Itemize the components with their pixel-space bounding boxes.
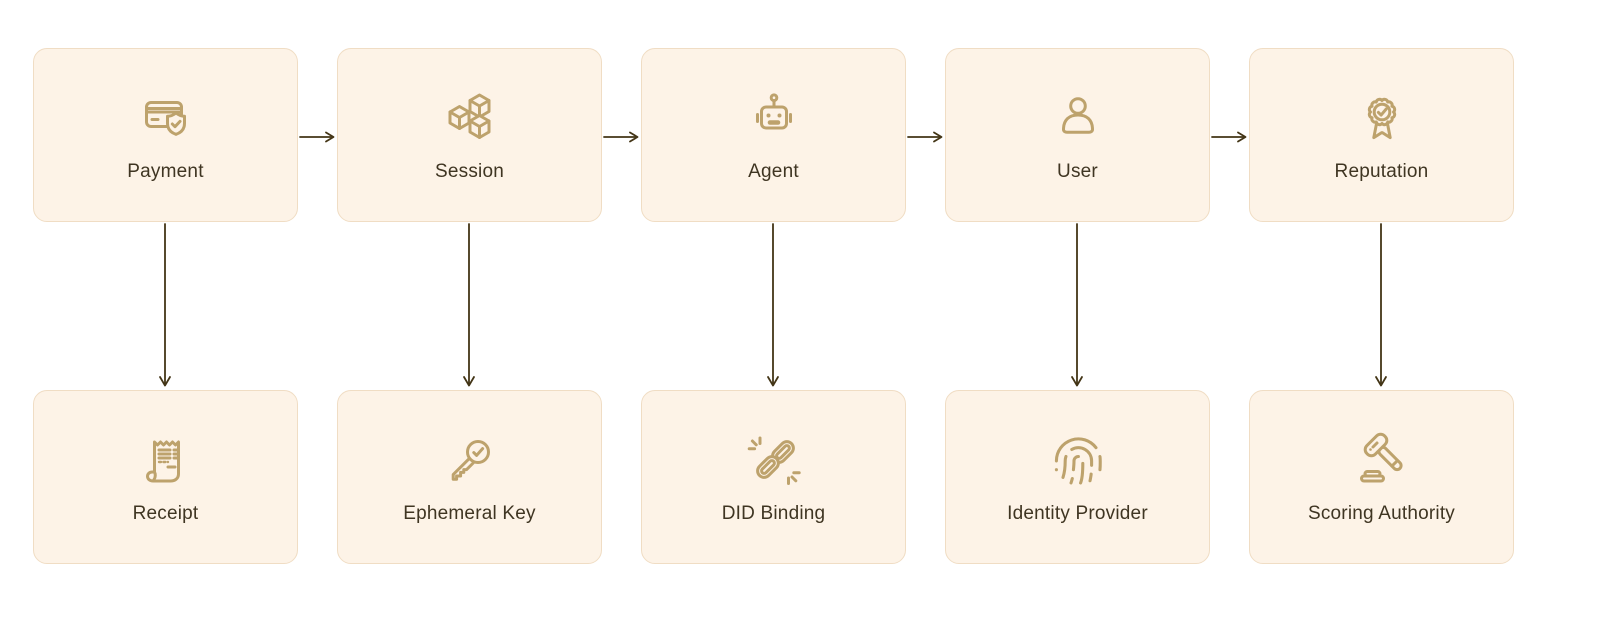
- arrow-payment-to-receipt: [159, 223, 171, 387]
- award-ribbon-icon: [1367, 97, 1396, 140]
- node-label: Scoring Authority: [1307, 503, 1456, 524]
- node-ephemeral-key: Ephemeral Key: [337, 390, 602, 564]
- node-user: User: [945, 48, 1210, 222]
- node-label: Payment: [127, 161, 204, 182]
- node-label: Identity Provider: [1007, 503, 1148, 524]
- node-identity-provider: Identity Provider: [945, 390, 1210, 564]
- node-label: Session: [435, 161, 504, 182]
- node-scoring-authority: Scoring Authority: [1249, 390, 1514, 564]
- cubes-icon: [448, 93, 490, 139]
- arrow-user-to-reputation: [1211, 131, 1247, 143]
- arrow-agent-to-user: [907, 131, 943, 143]
- person-icon: [1061, 97, 1094, 134]
- arrow-user-to-identity-provider: [1071, 223, 1083, 387]
- node-receipt: Receipt: [33, 390, 298, 564]
- node-label: DID Binding: [721, 503, 826, 524]
- arrow-session-to-agent: [603, 131, 639, 143]
- node-label: User: [1057, 161, 1098, 182]
- node-label: Ephemeral Key: [403, 503, 536, 524]
- chain-link-icon: [747, 436, 801, 485]
- node-label: Receipt: [132, 503, 199, 524]
- fingerprint-icon: [1054, 437, 1102, 485]
- arrow-agent-to-did-binding: [767, 223, 779, 387]
- node-reputation: Reputation: [1249, 48, 1514, 222]
- robot-icon: [755, 93, 792, 130]
- node-payment: Payment: [33, 48, 298, 222]
- node-label: Reputation: [1334, 161, 1429, 182]
- node-did-binding: DID Binding: [641, 390, 906, 564]
- key-check-icon: [451, 440, 490, 481]
- node-label: Agent: [748, 161, 799, 182]
- receipt-icon: [145, 440, 180, 483]
- arrow-session-to-ephemeral-key: [463, 223, 475, 387]
- node-session: Session: [337, 48, 602, 222]
- gavel-icon: [1359, 432, 1403, 483]
- arrow-payment-to-session: [299, 131, 335, 143]
- arrow-reputation-to-scoring-authority: [1375, 223, 1387, 387]
- node-agent: Agent: [641, 48, 906, 222]
- credit-card-shield-icon: [144, 101, 186, 136]
